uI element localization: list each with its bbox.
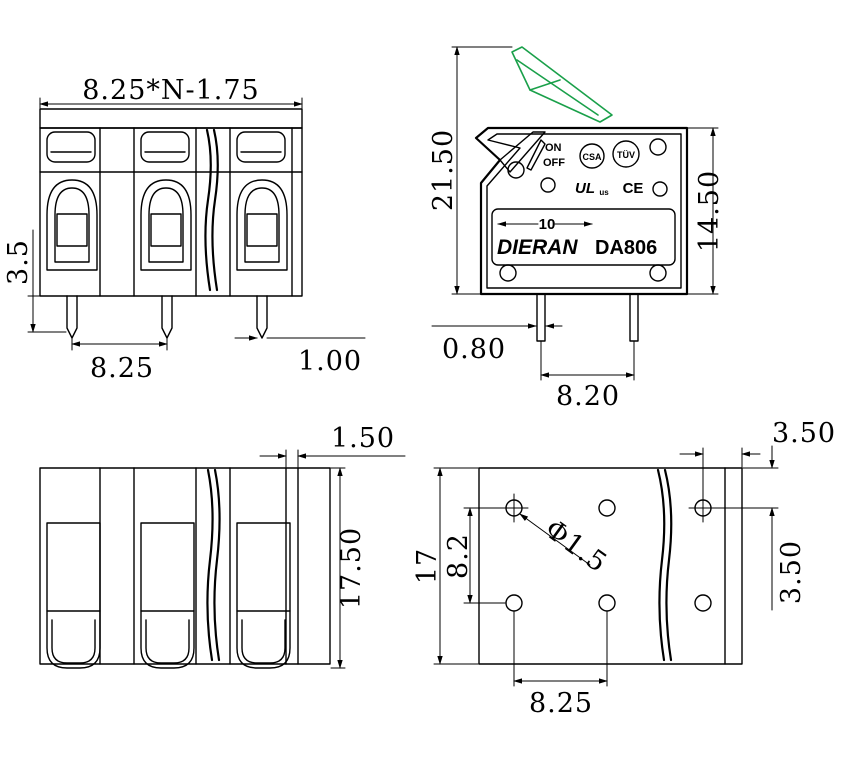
- front-top-bar: [39, 108, 303, 129]
- side-pin-1: [536, 293, 546, 342]
- top-lever-2: [140, 522, 195, 669]
- front-break-line-1: [204, 128, 212, 292]
- front-pin-1: [66, 295, 78, 339]
- side-pin-width: 0.80: [442, 334, 506, 365]
- side-hole-6: [649, 264, 667, 282]
- side-body-height: 14.50: [694, 170, 725, 252]
- ul-mark-text: UL: [575, 180, 595, 197]
- front-pitch: 8.25: [90, 353, 154, 384]
- tuv-mark-text: TÜV: [617, 150, 635, 160]
- side-body-outer: [474, 126, 689, 296]
- model-text: DA806: [595, 237, 657, 259]
- front-view: [39, 108, 303, 339]
- top-depth: 17.50: [336, 527, 367, 609]
- bottom-break-line-1: [656, 468, 666, 662]
- side-hole-2: [649, 138, 667, 156]
- side-label-plate: [491, 208, 676, 266]
- bottom-hole-2: [598, 499, 616, 517]
- side-lever-green: [511, 46, 613, 123]
- front-lever-1: [46, 131, 96, 163]
- front-socket-3-inner: [244, 187, 280, 263]
- tuv-mark-icon: [612, 140, 640, 168]
- top-body: [39, 467, 331, 665]
- on-label: ON: [545, 142, 562, 154]
- bottom-depth: 17: [412, 548, 443, 584]
- bottom-offset-y: 3.50: [776, 540, 807, 604]
- front-socket-1-hole: [56, 213, 88, 247]
- front-dimensions: 8.25*N-1.75 3.5 8.25 1.00: [3, 75, 366, 384]
- front-socket-2-hole: [150, 213, 182, 247]
- top-lever-1: [46, 522, 101, 669]
- side-hole-1: [507, 161, 525, 179]
- bottom-pitch: 8.25: [529, 688, 593, 719]
- bottom-offset-x: 3.50: [772, 418, 836, 449]
- front-socket-1-inner: [54, 187, 90, 263]
- front-break-line-2: [211, 128, 219, 292]
- label-arrow-value: 10: [539, 216, 556, 233]
- top-view: [39, 467, 331, 669]
- top-break-line-1: [206, 468, 214, 662]
- front-socket-2-inner: [148, 187, 184, 263]
- front-socket-2: [140, 179, 192, 271]
- csa-mark-text: CSA: [582, 152, 602, 162]
- top-break-line-2: [213, 468, 221, 662]
- bottom-break-line-2: [663, 468, 673, 662]
- bottom-dimensions: 17 8.2 Φ1.5 8.25 3.50 3.50: [412, 418, 836, 719]
- side-hole-3: [540, 177, 556, 193]
- side-pin-2: [629, 293, 639, 342]
- top-dimensions: 1.50 17.50: [259, 423, 406, 669]
- ce-mark-text: CE: [623, 180, 644, 197]
- csa-mark-icon: [579, 143, 605, 169]
- front-pin-3: [256, 295, 268, 339]
- side-hole-4: [652, 181, 668, 197]
- bottom-hole-4: [505, 594, 523, 612]
- bottom-hole-6: [694, 594, 712, 612]
- side-dimensions: 21.50 14.50 0.80 8.20: [428, 46, 725, 412]
- front-width-formula: 8.25*N-1.75: [82, 75, 259, 106]
- side-pin-spacing: 8.20: [556, 381, 620, 412]
- side-body-inner: [486, 133, 682, 289]
- front-socket-3: [236, 179, 288, 271]
- side-view: ON OFF CSA TÜV UL us CE 10 DIERAN DA806: [474, 46, 689, 342]
- front-lever-2: [140, 131, 190, 163]
- side-hole-5: [499, 264, 517, 282]
- front-body: [39, 127, 303, 297]
- off-label: OFF: [543, 157, 565, 169]
- front-socket-3-hole: [246, 213, 278, 247]
- ul-us-text: us: [599, 188, 609, 197]
- top-lever-3: [236, 522, 291, 669]
- front-socket-1: [46, 179, 98, 271]
- brand-text: DIERAN: [497, 236, 578, 259]
- bottom-hole-diameter: Φ1.5: [539, 514, 613, 580]
- bottom-hole-spacing-y: 8.2: [443, 533, 474, 579]
- front-pin-2: [161, 295, 173, 339]
- bottom-body: [478, 467, 743, 665]
- top-lip: 1.50: [331, 423, 395, 454]
- front-pin-width: 1.00: [298, 346, 362, 377]
- side-lever-slot: [499, 131, 546, 173]
- bottom-hole-5: [598, 594, 616, 612]
- front-lever-3: [236, 131, 286, 163]
- switch-icon: [526, 139, 546, 171]
- side-height: 21.50: [428, 129, 459, 211]
- front-pin-height: 3.5: [3, 239, 34, 285]
